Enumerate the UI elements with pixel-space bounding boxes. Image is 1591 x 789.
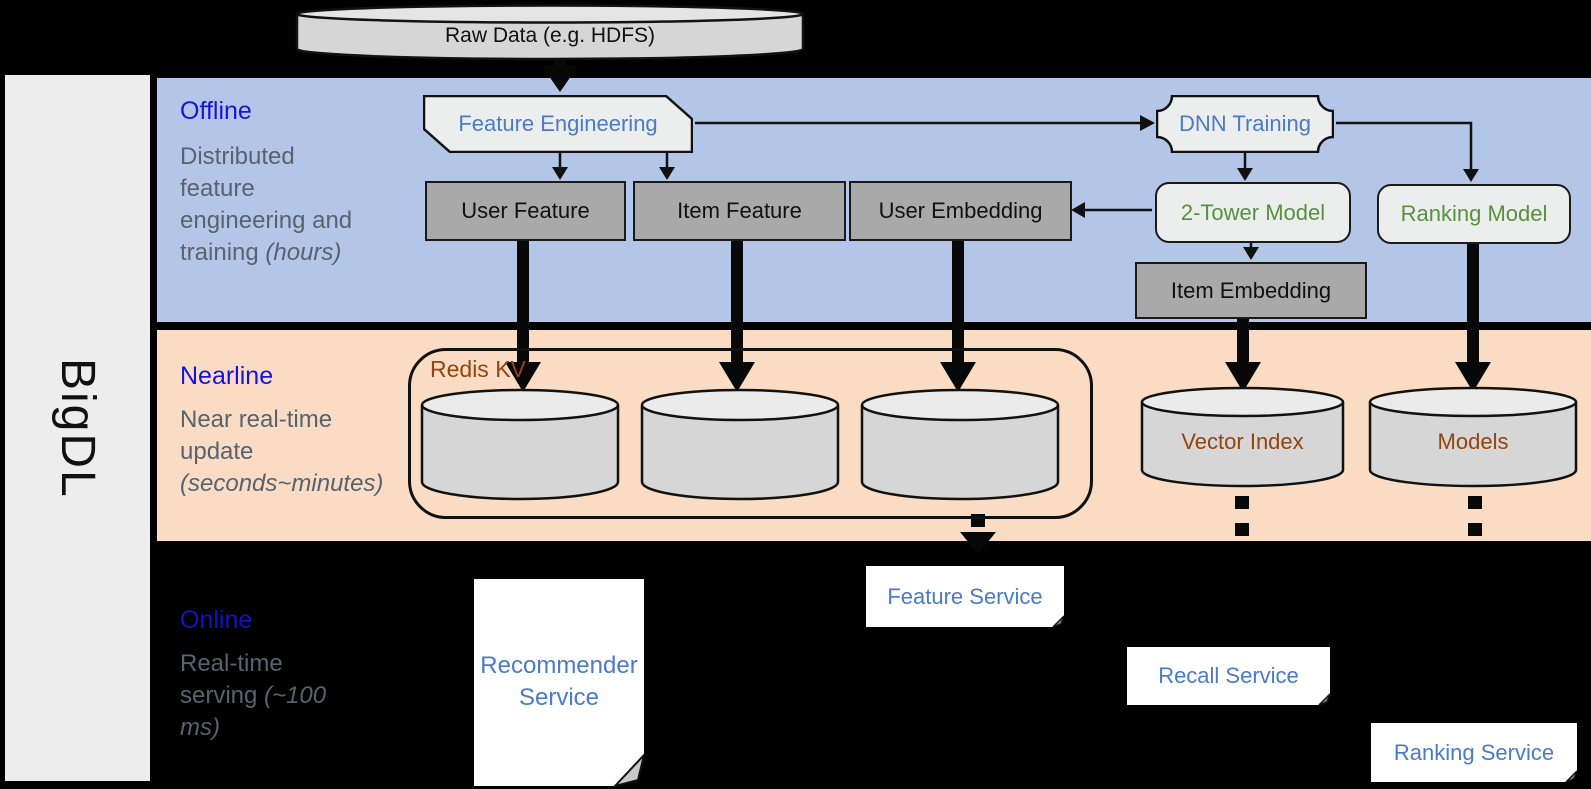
cylinder-shape — [860, 388, 1060, 501]
ranking-service-label: Ranking Service — [1393, 739, 1555, 765]
node-item-embedding: Item Embedding — [1135, 262, 1367, 319]
offline-title: Offline — [180, 97, 252, 125]
cylinder-shape — [1368, 386, 1578, 488]
snip-rectangle-shape — [423, 95, 693, 153]
node-ranking-model: Ranking Model — [1377, 184, 1571, 244]
cylinder-shape — [420, 388, 620, 501]
two-tower-model-label: 2-Tower Model — [1180, 199, 1326, 225]
redis-kv-container — [408, 348, 1093, 519]
vector-index-label: Vector Index — [1181, 429, 1304, 455]
node-user-feature: User Feature — [425, 181, 626, 241]
redis-kv-label: Redis KV — [430, 356, 526, 382]
nearline-description: Near real-time update (seconds~minutes) — [180, 404, 398, 500]
item-embedding-label: Item Embedding — [1170, 277, 1332, 303]
models-label: Models — [1437, 429, 1509, 455]
raw-data-label: Raw Data (e.g. HDFS) — [444, 24, 656, 47]
node-models: Models — [1368, 386, 1578, 494]
dnn-training-label: DNN Training — [1178, 111, 1312, 136]
ranking-model-label: Ranking Model — [1400, 201, 1548, 226]
user-embedding-label: User Embedding — [878, 198, 1043, 223]
redis-cylinder-1 — [420, 388, 620, 506]
thick-arrowheads — [505, 66, 1491, 392]
thin-arrowheads — [552, 115, 1479, 260]
redis-cylinder-3 — [860, 388, 1060, 506]
nearline-desc-italic: (seconds~minutes) — [180, 469, 384, 497]
node-ranking-service: Ranking Service — [1370, 722, 1578, 783]
node-vector-index: Vector Index — [1140, 386, 1345, 494]
service-card-shape — [1371, 723, 1578, 783]
node-two-tower-model: 2-Tower Model — [1155, 182, 1351, 243]
bigdl-label: BigDL — [51, 357, 104, 499]
item-feature-label: Item Feature — [677, 198, 802, 223]
node-dnn-training: DNN Training — [1156, 95, 1334, 153]
offline-desc-italic: (hours) — [265, 238, 342, 266]
node-recommender-service: Recommender Service — [473, 578, 645, 787]
online-desc-italic: (~100 ms) — [180, 681, 327, 741]
node-feature-engineering: Feature Engineering — [423, 95, 693, 153]
online-description: Real-time serving (~100 ms) — [180, 648, 332, 744]
redis-cylinder-2 — [640, 388, 840, 506]
user-feature-label: User Feature — [461, 198, 590, 223]
recall-service-label: Recall Service — [1158, 663, 1299, 688]
node-item-feature: Item Feature — [633, 181, 846, 241]
plaque-shape — [1156, 95, 1334, 153]
node-raw-data: Raw Data (e.g. HDFS) — [295, 4, 805, 62]
service-card-shape — [1127, 647, 1331, 706]
online-title: Online — [180, 606, 253, 634]
offline-desc-text: Distributed feature engineering and trai… — [180, 143, 353, 266]
cylinder-shape — [640, 388, 840, 501]
cylinder-shape — [1140, 386, 1345, 488]
thick-arrow-shafts — [517, 58, 1479, 364]
feature-service-label: Feature Service — [887, 583, 1043, 609]
offline-description: Distributed feature engineering and trai… — [180, 141, 372, 269]
document-shape — [474, 579, 645, 787]
bigdl-sidebar: BigDL — [5, 75, 150, 781]
feature-engineering-label: Feature Engineering — [458, 111, 658, 136]
recommender-service-label: Recommender Service — [480, 652, 638, 712]
nearline-desc-text: Near real-time update — [180, 406, 333, 465]
node-feature-service: Feature Service — [865, 565, 1065, 628]
thin-arrows — [558, 121, 1473, 248]
node-recall-service: Recall Service — [1126, 646, 1331, 706]
online-desc-text: Real-time serving — [180, 650, 283, 709]
node-user-embedding: User Embedding — [849, 181, 1072, 241]
nearline-title: Nearline — [180, 362, 274, 390]
service-card-shape — [866, 566, 1065, 628]
cylinder-shape — [295, 4, 805, 61]
